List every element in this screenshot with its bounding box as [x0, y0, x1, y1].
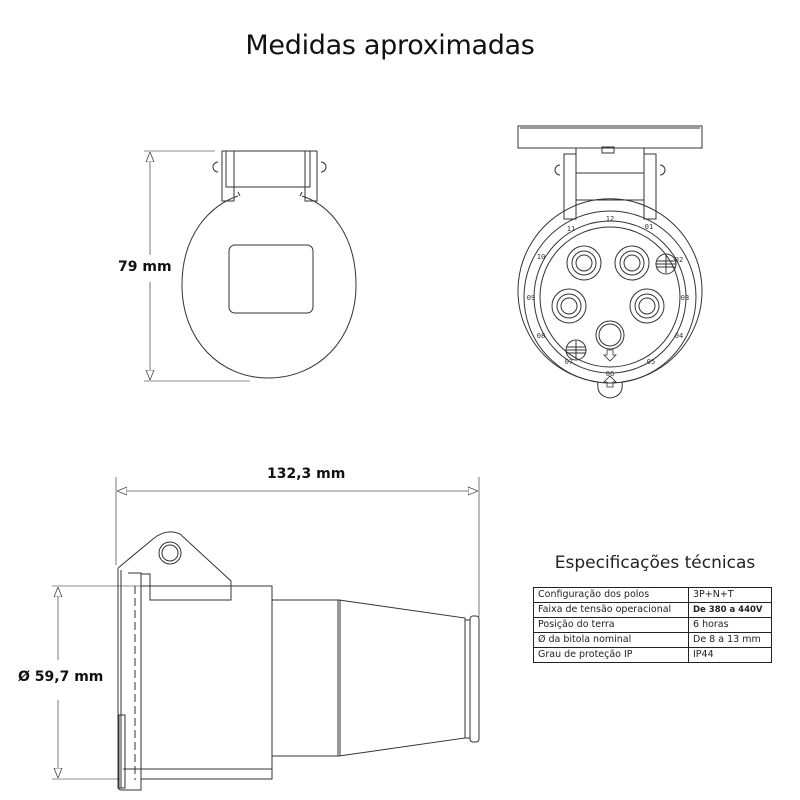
svg-text:09: 09 [527, 294, 535, 302]
spec-label: Grau de proteção IP [533, 647, 689, 663]
svg-text:04: 04 [675, 332, 683, 340]
length-dimension-label: 132,3 mm [265, 466, 348, 482]
specs-table: Configuração dos polos 3P+N+T Faixa de t… [533, 587, 772, 663]
table-row: Faixa de tensão operacional De 380 a 440… [533, 602, 772, 618]
spec-value: IP44 [688, 647, 772, 663]
clock-labels: 12 01 02 03 04 05 06 07 08 09 10 11 [527, 215, 689, 378]
svg-text:05: 05 [647, 358, 655, 366]
front-view [517, 125, 703, 399]
svg-text:10: 10 [537, 253, 545, 261]
spec-value: 6 horas [688, 617, 772, 633]
spec-value: De 380 a 440V [688, 602, 772, 618]
table-row: Configuração dos polos 3P+N+T [533, 587, 772, 603]
spec-value: 3P+N+T [688, 587, 772, 603]
screw-bottom-left [565, 339, 587, 361]
table-row: Posição do terra 6 horas [533, 617, 772, 633]
spec-label: Posição do terra [533, 617, 689, 633]
side-view [52, 477, 480, 791]
height-dimension-label: 79 mm [116, 259, 174, 275]
screw-top-right [655, 253, 677, 275]
socket-l2 [614, 245, 650, 281]
page-title: Medidas aproximadas [245, 30, 535, 61]
spec-label: Ø da bitola nominal [533, 632, 689, 648]
diameter-dimension-label: Ø 59,7 mm [16, 669, 106, 685]
table-row: Ø da bitola nominal De 8 a 13 mm [533, 632, 772, 648]
clock-label-06: 06 [606, 370, 614, 378]
svg-text:03: 03 [681, 294, 689, 302]
rear-view [144, 150, 357, 382]
specs-title: Especificações técnicas [554, 553, 756, 573]
spec-value: De 8 a 13 mm [688, 632, 772, 648]
clock-label-12: 12 [606, 215, 614, 223]
spec-label: Configuração dos polos [533, 587, 689, 603]
svg-text:02: 02 [675, 256, 683, 264]
svg-text:11: 11 [567, 225, 575, 233]
svg-text:08: 08 [537, 332, 545, 340]
svg-text:01: 01 [645, 223, 653, 231]
socket-earth [595, 320, 625, 350]
socket-n [629, 288, 665, 324]
socket-l3 [551, 288, 587, 324]
socket-l1 [566, 245, 602, 281]
table-row: Grau de proteção IP IP44 [533, 647, 772, 663]
spec-label: Faixa de tensão operacional [533, 602, 689, 618]
svg-text:07: 07 [565, 358, 573, 366]
